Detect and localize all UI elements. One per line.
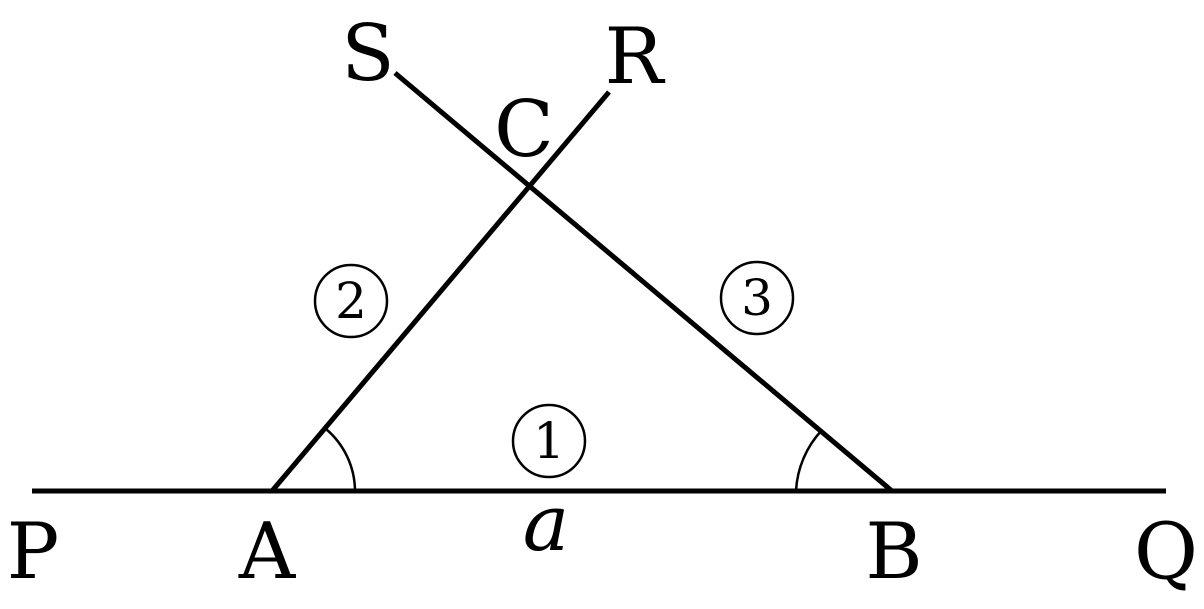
marker-1: 1 — [511, 403, 587, 479]
marker-1-circle — [511, 403, 587, 479]
point-label-q: Q — [1134, 507, 1198, 597]
marker-1-label: 1 — [533, 412, 565, 470]
marker-2-circle — [313, 263, 389, 339]
marker-3-circle — [719, 260, 795, 336]
point-label-p: P — [7, 507, 59, 597]
marker-2-label: 2 — [335, 272, 367, 330]
point-label-r: R — [605, 12, 666, 102]
line-ar — [270, 90, 611, 493]
line-bs — [393, 71, 894, 493]
angle-arc-a — [325, 428, 357, 492]
marker-2: 2 — [313, 263, 389, 339]
marker-3-label: 3 — [741, 269, 773, 327]
segment-label-a: a — [523, 479, 570, 569]
point-label-s: S — [341, 9, 394, 99]
point-label-c: C — [494, 85, 554, 175]
point-label-a: A — [238, 507, 297, 597]
angle-arc-b — [794, 429, 823, 492]
marker-3: 3 — [719, 260, 795, 336]
point-label-b: B — [865, 507, 922, 597]
